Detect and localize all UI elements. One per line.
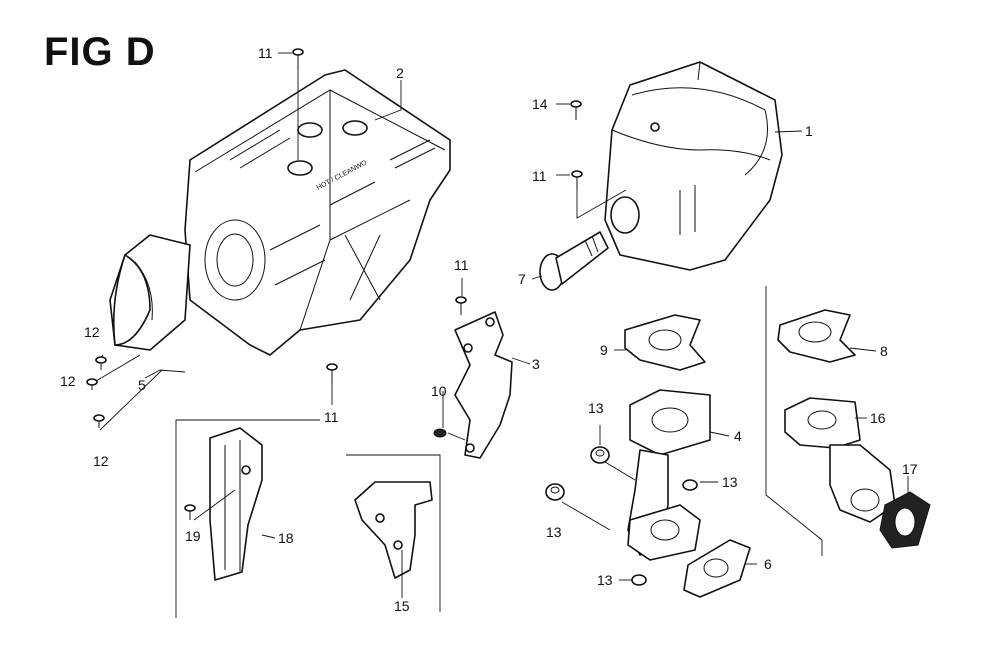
callout-14: 14: [532, 96, 548, 112]
part-7-pipe: [539, 231, 609, 291]
part-15-bracket: [354, 481, 433, 579]
part-1-muffler: [604, 61, 783, 271]
bolt-12-b: [86, 378, 98, 390]
callout-1: 1: [805, 123, 813, 139]
nut-13-c: [682, 479, 698, 491]
callout-11-bottom: 11: [324, 409, 339, 425]
part-2-shroud: HOT / CLEANWO: [184, 69, 451, 356]
part-4-flange: [627, 389, 711, 561]
callout-2: 2: [396, 65, 404, 81]
callout-3: 3: [532, 356, 540, 372]
callout-4: 4: [734, 428, 742, 444]
bolt-14: [570, 100, 582, 120]
callout-19: 19: [185, 528, 201, 544]
part-16-elbow: [784, 397, 896, 523]
part-17-gasket: [879, 491, 931, 549]
callout-11-top: 11: [258, 45, 273, 61]
bolt-12-a: [95, 356, 107, 370]
callout-15: 15: [394, 598, 410, 614]
leader-lines: [95, 52, 909, 598]
callout-12-a: 12: [84, 324, 100, 340]
callout-16: 16: [870, 410, 886, 426]
callout-10: 10: [431, 383, 447, 399]
part-5-cover: [109, 234, 191, 351]
nut-13-b: [545, 483, 565, 501]
bolt-11-muffler: [571, 170, 583, 190]
callout-13-c: 13: [546, 524, 562, 540]
callout-9: 9: [600, 342, 608, 358]
callout-18: 18: [278, 530, 294, 546]
callout-13-a: 13: [588, 400, 604, 416]
callout-12-c: 12: [93, 453, 109, 469]
bolt-11-bottom: [326, 363, 338, 383]
callout-13-d: 13: [597, 572, 613, 588]
callout-6: 6: [764, 556, 772, 572]
nut-13-a: [590, 446, 610, 464]
part-6-gasket: [683, 539, 751, 598]
part-8-gasket: [777, 309, 856, 363]
callout-11-muffler: 11: [532, 168, 547, 184]
part-9-gasket: [624, 314, 706, 371]
callout-11-bracket: 11: [454, 257, 469, 273]
group-frames: [175, 286, 823, 618]
callout-12-b: 12: [60, 373, 76, 389]
bolt-19: [184, 504, 196, 520]
callout-7: 7: [518, 271, 526, 287]
part-18-deflector: [209, 427, 263, 581]
fasteners: [86, 48, 698, 586]
bolt-12-c: [93, 414, 105, 428]
callout-5: 5: [138, 377, 146, 393]
part-3-bracket: [454, 311, 513, 459]
callout-13-b: 13: [722, 474, 738, 490]
callout-labels: 11 2 14 1 11 7 11 3 9 8 4 16 17 12 12 5 …: [60, 45, 918, 614]
callout-17: 17: [902, 461, 918, 477]
nut-13-d: [631, 574, 647, 586]
figure-title: FIG D: [44, 30, 156, 74]
callout-8: 8: [880, 343, 888, 359]
nut-10: [433, 428, 447, 438]
bolt-11-bracket: [455, 296, 467, 315]
bolt-11-top: [292, 48, 304, 70]
